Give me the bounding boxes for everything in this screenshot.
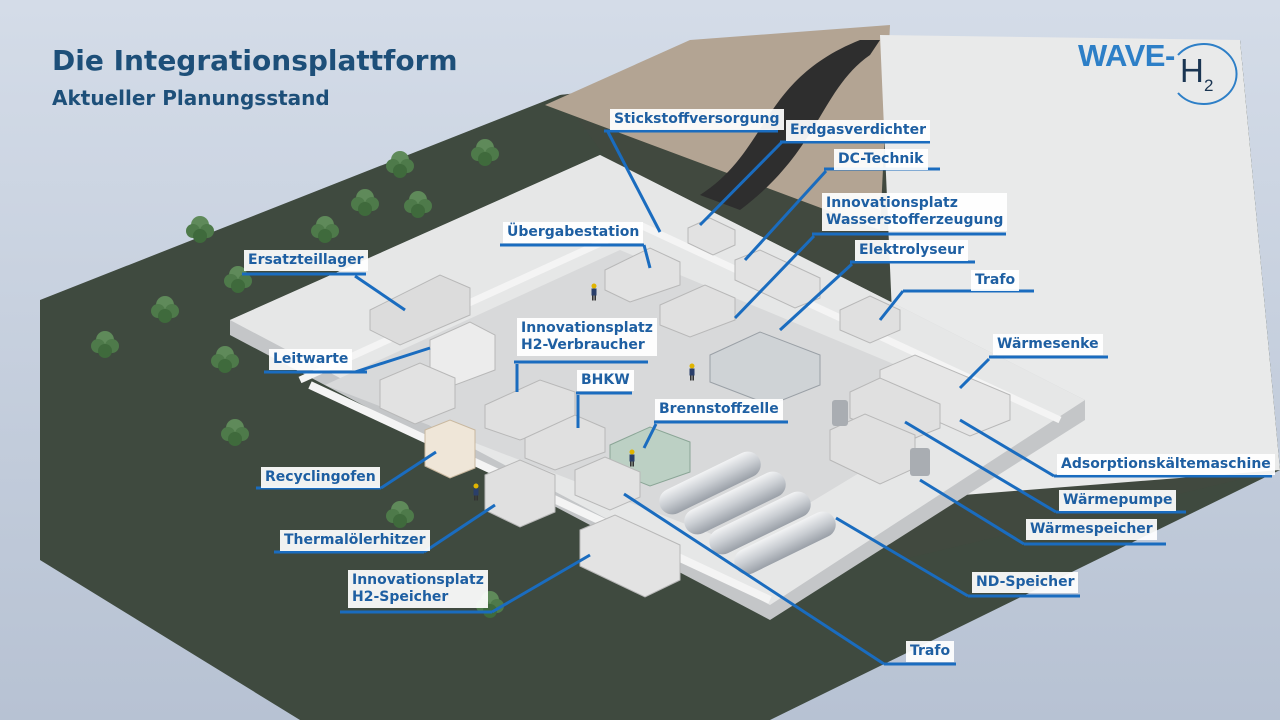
building-dc (734, 249, 821, 309)
label-line-2: H2-Speicher (352, 589, 449, 605)
page-subtitle: Aktueller Planungsstand (52, 86, 330, 110)
label-line-1: Innovationsplatz (826, 195, 958, 211)
label-leitwarte: Leitwarte (269, 349, 353, 370)
label-nd-speicher: ND-Speicher (972, 572, 1079, 593)
label-brennstoffzelle: Brennstoffzelle (655, 399, 783, 420)
label-recyclingofen: Recyclingofen (261, 467, 380, 488)
label-trafo-top: Trafo (971, 270, 1020, 291)
platform-inner (325, 250, 980, 545)
building-container-a (659, 284, 736, 338)
label-innovationsplatz-h2-verbraucher: Innovationsplatz H2-Verbraucher (517, 318, 657, 356)
label-stickstoffversorgung: Stickstoffversorgung (610, 109, 784, 130)
wave-h2-logo: WAVE- H 2 (1076, 36, 1246, 106)
label-line-2: H2-Verbraucher (521, 337, 645, 353)
tank-small (832, 400, 848, 426)
label-bhkw: BHKW (577, 370, 634, 391)
label-waermespeicher: Wärmespeicher (1026, 519, 1157, 540)
building-erdgas (687, 217, 736, 256)
label-thermaloelerhitzer: Thermalölerhitzer (280, 530, 430, 551)
building-ersatzteillager (369, 274, 471, 346)
logo-circle-icon (1177, 43, 1238, 105)
label-ersatzteillager: Ersatzteillager (244, 250, 368, 271)
label-line-1: Innovationsplatz (352, 572, 484, 588)
building-container-b (379, 362, 456, 425)
nd-speicher-tanks (659, 451, 836, 575)
leader-lines (242, 129, 1272, 666)
label-waermesenke: Wärmesenke (993, 334, 1103, 355)
label-elektrolyseur: Elektrolyseur (855, 240, 969, 261)
label-adsorptionskaeltemaschine: Adsorptionskältemaschine (1057, 454, 1275, 475)
label-line-2: Wasserstofferzeugung (826, 212, 1004, 228)
building-bhkw (524, 414, 606, 471)
waermespeicher-tank (910, 448, 930, 476)
label-waermepumpe: Wärmepumpe (1059, 490, 1177, 511)
label-trafo-bottom: Trafo (906, 641, 955, 662)
building-elektrolyseur (709, 331, 821, 406)
label-innovationsplatz-h2-speicher: Innovationsplatz H2-Speicher (348, 570, 488, 608)
label-erdgasverdichter: Erdgasverdichter (786, 120, 930, 141)
building-h2-speicher (579, 514, 681, 598)
page-title: Die Integrationsplattform (52, 44, 458, 77)
label-dc-technik: DC-Technik (834, 149, 928, 170)
building-recyclingofen (424, 419, 476, 479)
label-uebergabestation: Übergabestation (503, 222, 644, 243)
building-container-c (574, 456, 641, 511)
logo-h-text: H (1180, 52, 1204, 89)
logo-subscript: 2 (1204, 76, 1214, 95)
label-innovationsplatz-wasserstofferzeugung: Innovationsplatz Wasserstofferzeugung (822, 193, 1008, 231)
building-uebergabe (604, 247, 681, 303)
logo-wave-text: WAVE- (1078, 38, 1175, 73)
label-line-1: Innovationsplatz (521, 320, 653, 336)
building-trafo-top (839, 295, 901, 344)
